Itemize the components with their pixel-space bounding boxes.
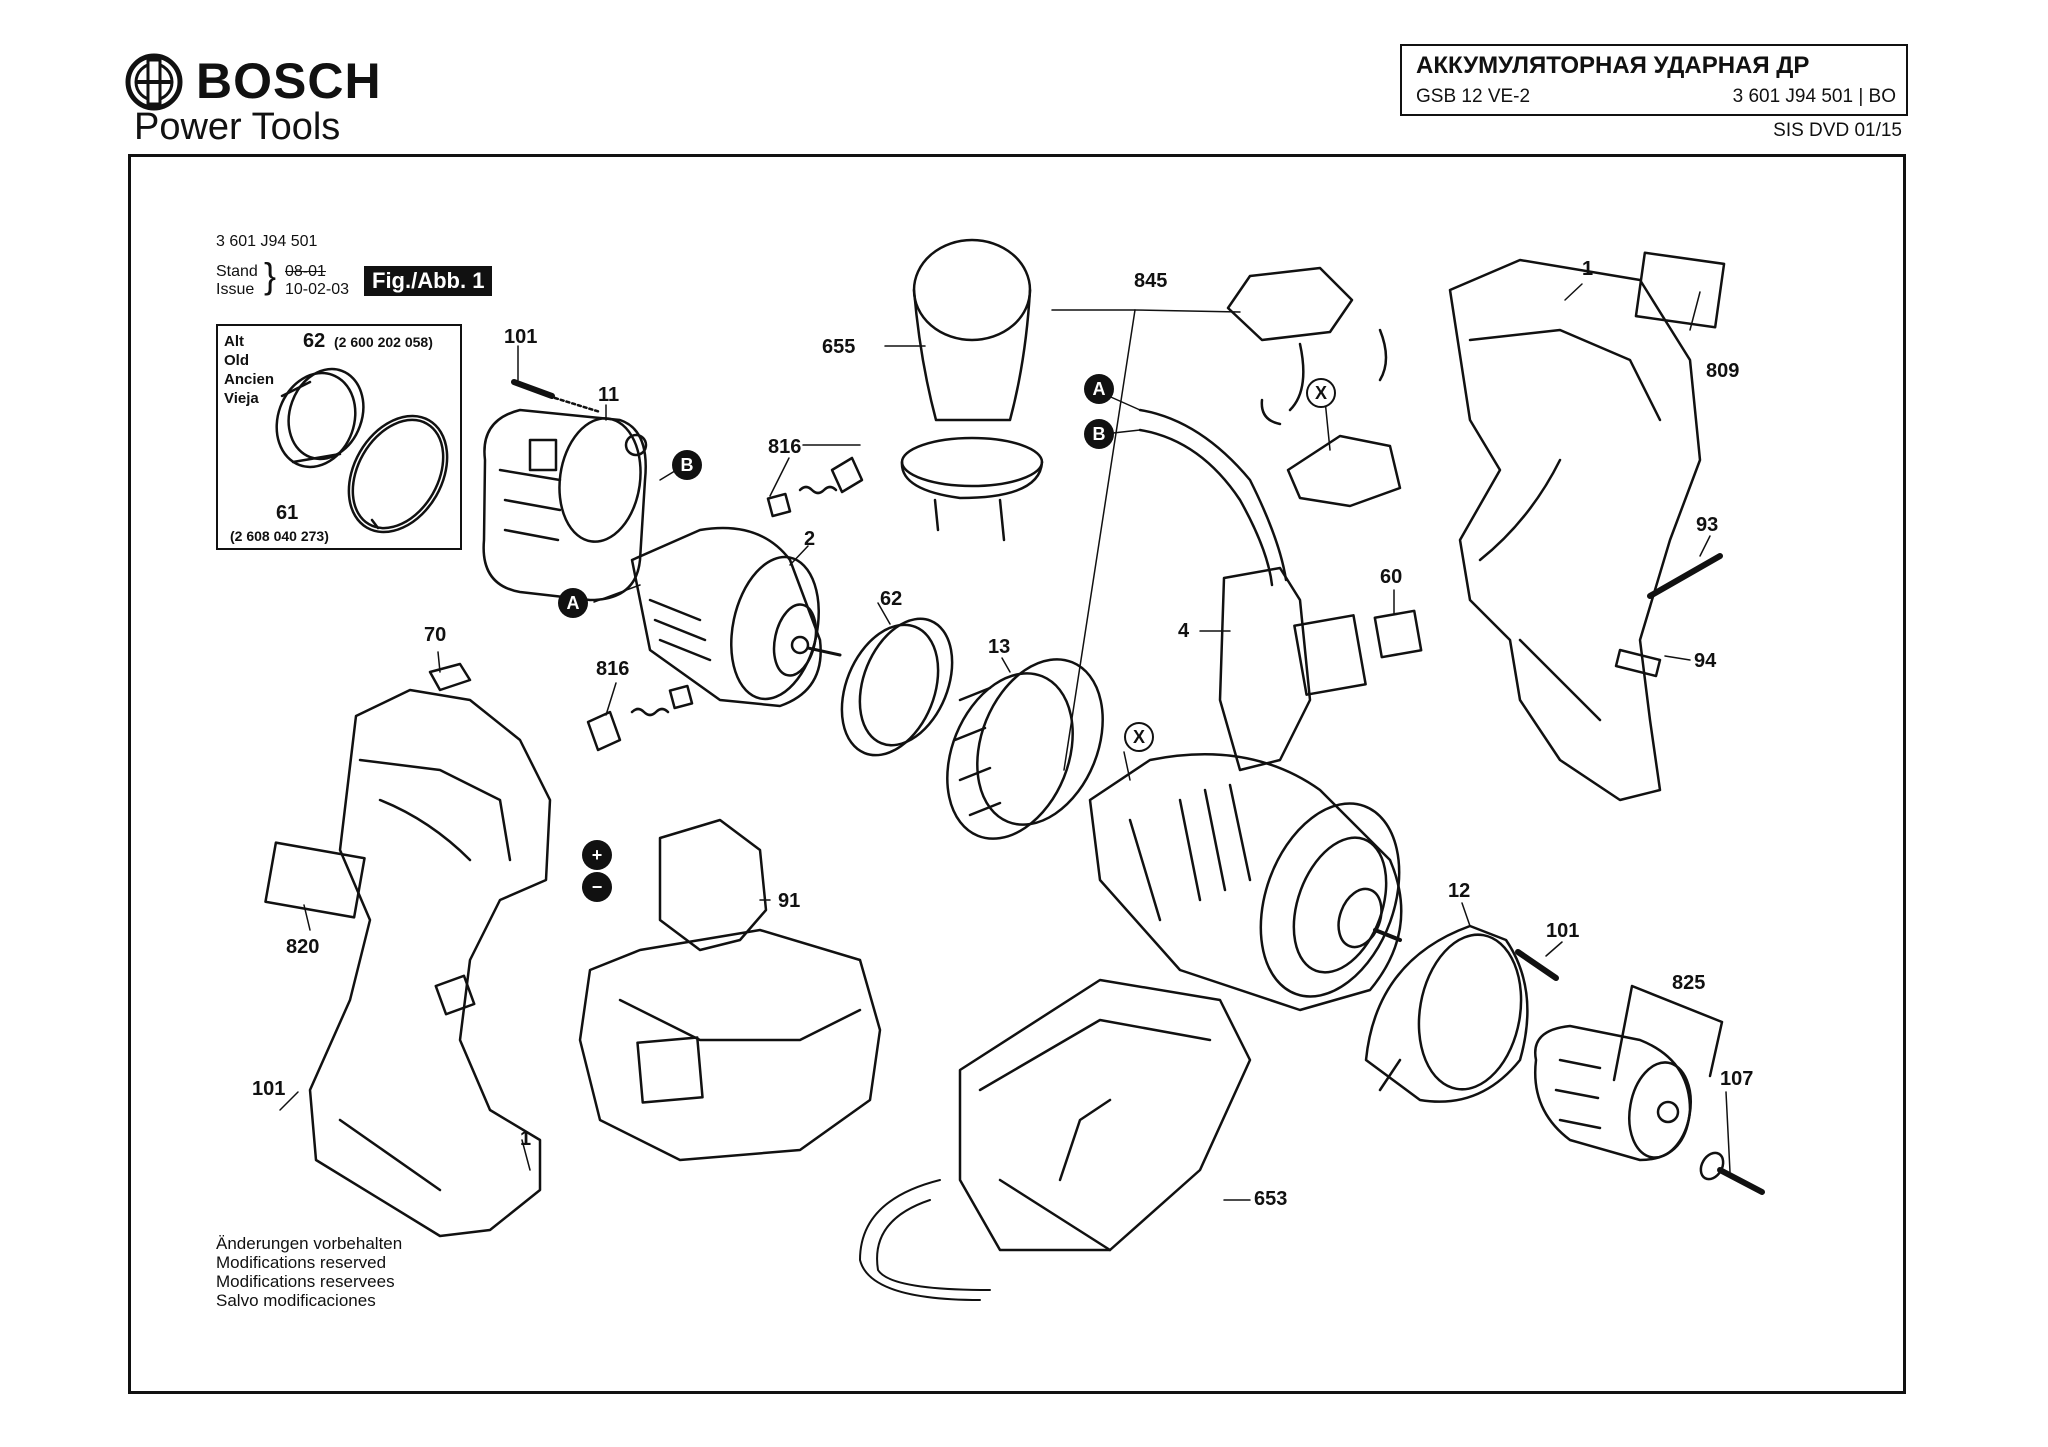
bit-93-drawing <box>1647 553 1723 599</box>
screw-107-drawing <box>1699 1151 1765 1195</box>
old-ring-61-drawing <box>347 414 449 534</box>
callout-820: 820 <box>286 936 320 958</box>
marker-x-gearbox: X <box>1124 722 1154 752</box>
old-item-62-number: 62 <box>303 330 326 352</box>
callout-94: 94 <box>1694 650 1717 672</box>
callout-107: 107 <box>1720 1068 1754 1090</box>
marker-plus-terminal: + <box>582 840 612 870</box>
housing-shell-left-drawing <box>264 688 552 1238</box>
leader-lines <box>279 283 1731 1201</box>
callout-816-top: 816 <box>768 436 802 458</box>
stand-label: Stand <box>216 263 258 280</box>
gearbox-drawing <box>1088 753 1403 1012</box>
old-label-es: Vieja <box>224 390 259 407</box>
charger-653-drawing <box>859 978 1252 1301</box>
label-809-drawing <box>1634 251 1726 329</box>
callout-4: 4 <box>1178 620 1190 642</box>
old-label-fr: Ancien <box>224 371 275 388</box>
old-label-de: Alt <box>224 333 244 350</box>
chuck-cover-12-drawing <box>1364 924 1529 1103</box>
callout-101-top: 101 <box>504 326 538 348</box>
clip-70-drawing <box>428 662 472 692</box>
callout-70: 70 <box>424 624 447 646</box>
marker-a-housing: A <box>558 588 588 618</box>
switch-cover-845-drawing <box>1226 266 1388 426</box>
callout-816-bottom: 816 <box>596 658 630 680</box>
marker-b-housing: B <box>672 450 702 480</box>
old-item-61-part-number: (2 608 040 273) <box>230 528 329 544</box>
old-item-62-part-number: (2 600 202 058) <box>334 334 433 350</box>
marker-a-switch: A <box>1084 374 1114 404</box>
brand-name: BOSCH <box>196 53 382 109</box>
screw-101-top-drawing <box>511 379 602 414</box>
callout-13: 13 <box>988 636 1011 658</box>
callout-825: 825 <box>1672 972 1706 994</box>
callout-101-left: 101 <box>252 1078 286 1100</box>
callout-653: 653 <box>1254 1188 1288 1210</box>
old-label-en: Old <box>224 352 249 369</box>
brush-set-816-top-drawing <box>766 456 864 518</box>
callout-91: 91 <box>778 890 801 912</box>
note-en: Modifications reserved <box>216 1253 387 1272</box>
callout-11: 11 <box>598 384 620 406</box>
callout-655: 655 <box>822 336 856 358</box>
division-name: Power Tools <box>134 106 341 148</box>
figure-badge: Fig./Abb. 1 <box>364 266 493 296</box>
brand-logo <box>124 52 184 112</box>
marker-minus-terminal: − <box>582 872 612 902</box>
old-parts-box <box>216 324 462 550</box>
ring-62-drawing <box>840 617 954 757</box>
callout-12: 12 <box>1448 880 1471 902</box>
drawing-frame <box>128 154 1906 1394</box>
marker-x-switch: X <box>1306 378 1336 408</box>
callout-60: 60 <box>1380 566 1403 588</box>
old-item-61-number: 61 <box>276 502 299 524</box>
brace-icon: } <box>264 255 277 296</box>
chuck-825-drawing <box>1533 1024 1692 1162</box>
callout-93: 93 <box>1696 514 1719 536</box>
title-block: АККУМУЛЯТОРНАЯ УДАРНАЯ ДР GSB 12 VE-2 3 … <box>1400 44 1908 116</box>
switch-4-drawing <box>1138 408 1367 772</box>
callout-809: 809 <box>1706 360 1740 382</box>
product-title: АККУМУЛЯТОРНАЯ УДАРНАЯ ДР <box>1416 52 1810 79</box>
battery-91-drawing <box>578 818 882 1162</box>
ring-13-drawing <box>946 658 1104 840</box>
brush-set-816-bottom-drawing <box>586 684 694 752</box>
source-label: SIS DVD 01/15 <box>1773 120 1902 141</box>
stand-old-date: 08-01 <box>285 263 326 280</box>
motor-2-drawing <box>630 526 842 708</box>
marker-b-switch: B <box>1084 419 1114 449</box>
issue-label: Issue <box>216 281 255 298</box>
bosch-armature-icon <box>125 53 183 111</box>
sheet-part-number: 3 601 J94 501 <box>216 233 318 250</box>
clip-94-drawing <box>1614 648 1662 678</box>
callout-1-left: 1 <box>520 1128 532 1150</box>
part-5-drawing <box>1286 434 1402 508</box>
callout-101-right: 101 <box>1546 920 1580 942</box>
model-name: GSB 12 VE-2 <box>1416 86 1531 107</box>
note-fr: Modifications reservees <box>216 1272 395 1291</box>
callout-62: 62 <box>880 588 903 610</box>
callout-2: 2 <box>804 528 816 550</box>
notes-block: Änderungen vorbehalten Modifications res… <box>216 1234 402 1310</box>
callout-845: 845 <box>1134 270 1168 292</box>
motor-housing-11-drawing <box>482 408 648 602</box>
old-ring-62-drawing <box>275 367 365 469</box>
housing-shell-right-drawing <box>1448 258 1702 802</box>
note-de: Änderungen vorbehalten <box>216 1234 403 1253</box>
callout-1-right: 1 <box>1582 258 1594 280</box>
screw-101-right-drawing <box>1515 949 1559 981</box>
issue-date: 10-02-03 <box>285 281 350 298</box>
sleeve-655-drawing <box>900 238 1044 542</box>
part-60-drawing <box>1373 609 1423 659</box>
note-es: Salvo modificaciones <box>216 1291 376 1310</box>
header-part-number: 3 601 J94 501 | BO <box>1732 86 1896 107</box>
bracket-825 <box>1612 984 1724 1082</box>
